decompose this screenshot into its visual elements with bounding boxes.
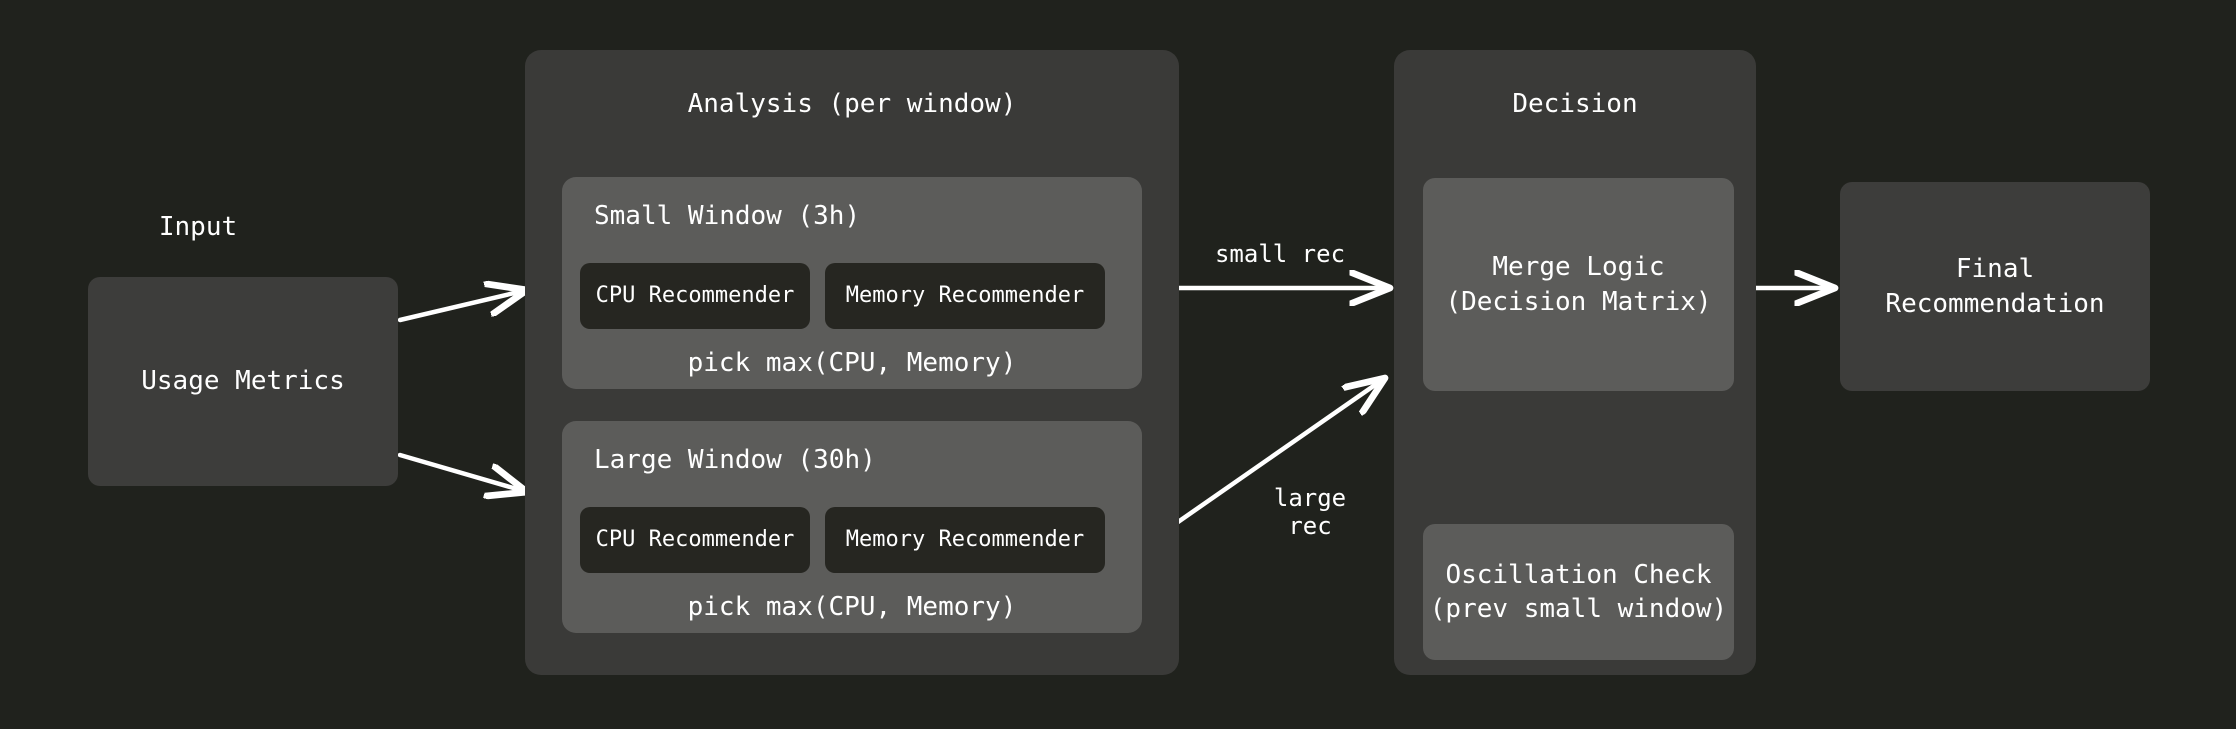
node-merge-logic[interactable]: Merge Logic (Decision Matrix) [1423,178,1734,391]
cluster-analysis-title: Analysis (per window) [687,89,1017,119]
edge-input-to-small-window [397,290,527,323]
window-large-caption: pick max(CPU, Memory) [687,592,1017,622]
edge-label-large-rec: large rec [1273,484,1347,540]
window-small-memory-recommender[interactable]: Memory Recommender [825,263,1105,329]
window-large-cpu-recommender[interactable]: CPU Recommender [580,507,810,573]
node-final-recommendation[interactable]: Final Recommendation [1840,182,2150,391]
node-usage-metrics[interactable]: Usage Metrics [88,277,398,486]
input-group-label: Input [158,212,238,242]
edge-label-small-rec: small rec [1214,240,1346,268]
window-small-cpu-recommender[interactable]: CPU Recommender [580,263,810,329]
edge-input-to-large-window [397,452,527,492]
window-large-title: Large Window (30h) [594,445,876,475]
window-large-memory-recommender[interactable]: Memory Recommender [825,507,1105,573]
window-small-title: Small Window (3h) [594,201,861,231]
edge-large-rec [1152,378,1385,541]
node-oscillation-check[interactable]: Oscillation Check (prev small window) [1423,524,1734,660]
cluster-decision-title: Decision [1512,89,1638,119]
window-small-caption: pick max(CPU, Memory) [687,348,1017,378]
